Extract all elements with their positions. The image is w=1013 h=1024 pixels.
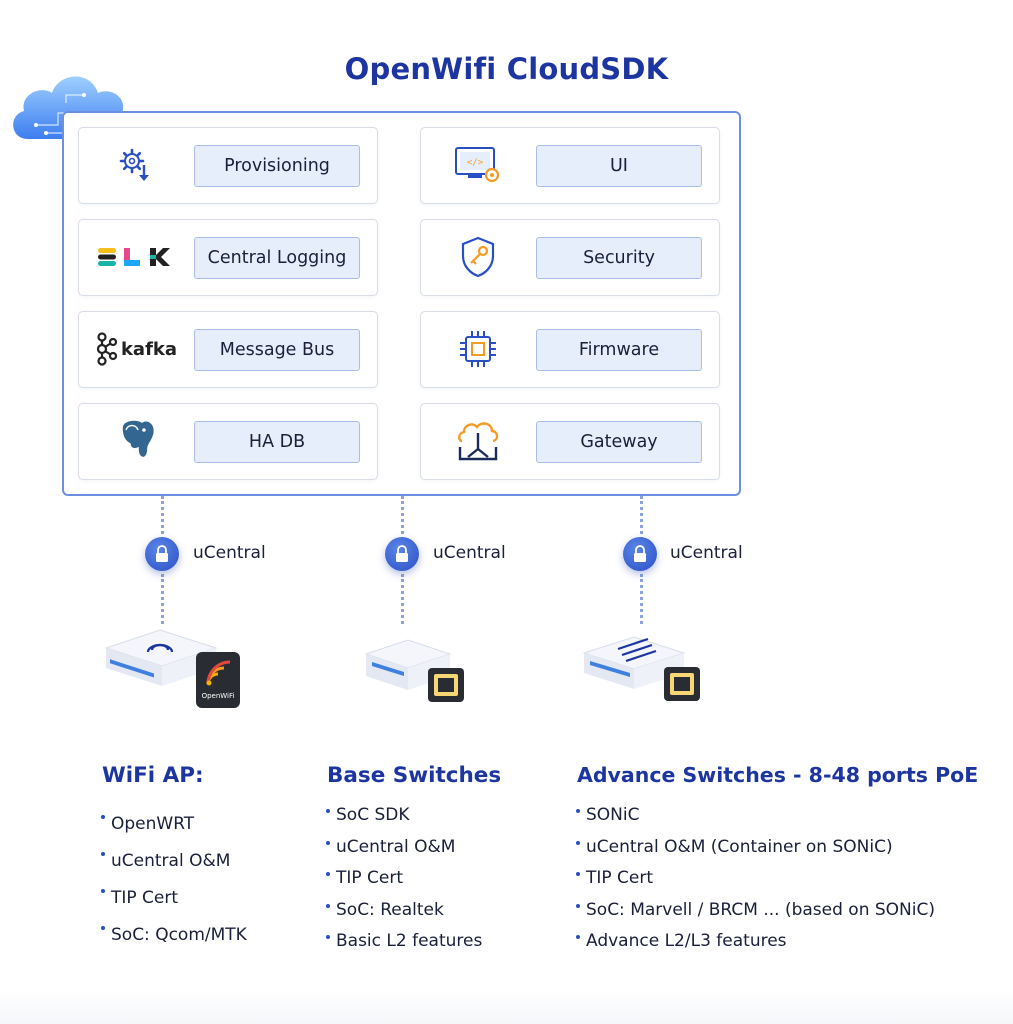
wifi-ap-device-icon: OpenWiFi (104, 629, 240, 708)
background-floor (0, 990, 1013, 1024)
base-switch-device-icon (364, 639, 464, 702)
svg-text:</>: </> (467, 158, 484, 168)
postgresql-elephant-icon (93, 416, 179, 466)
gear-download-icon (93, 140, 179, 190)
card-ha-db: HA DB (78, 403, 378, 480)
elk-logo (93, 232, 179, 282)
card-label: Message Bus (194, 329, 360, 371)
base-switches-feature-list: SoC SDK uCentral O&M TIP Cert SoC: Realt… (325, 800, 482, 958)
lock-icon (385, 537, 419, 571)
connector-line (161, 496, 164, 540)
card-message-bus: kafka Message Bus (78, 311, 378, 388)
card-label: Central Logging (194, 237, 360, 279)
openwifi-badge-text: OpenWiFi (202, 692, 235, 700)
connector-line (401, 496, 404, 540)
list-item: TIP Cert (325, 863, 482, 895)
connector-line (161, 574, 164, 624)
connector-line (640, 496, 643, 540)
card-provisioning: Provisioning (78, 127, 378, 204)
list-item: uCentral O&M (325, 832, 482, 864)
advance-switch-device-icon (582, 636, 700, 701)
lock-icon (145, 537, 179, 571)
connector-line (640, 574, 643, 624)
card-label: Gateway (536, 421, 702, 463)
monitor-code-icon: </> (435, 140, 521, 190)
list-item: uCentral O&M (100, 843, 247, 880)
column-title-wifi-ap: WiFi AP: (102, 763, 204, 788)
list-item: SoC SDK (325, 800, 482, 832)
diagram-title: OpenWifi CloudSDK (344, 52, 669, 86)
shield-key-icon (435, 232, 521, 282)
connector-label: uCentral (433, 543, 506, 563)
card-firmware: Firmware (420, 311, 720, 388)
cloud-gateway-icon (435, 416, 521, 466)
advance-switches-feature-list: SONiC uCentral O&M (Container on SONiC) … (575, 800, 935, 958)
list-item: SoC: Qcom/MTK (100, 917, 247, 954)
card-ui: </> UI (420, 127, 720, 204)
list-item: TIP Cert (100, 880, 247, 917)
wifi-ap-feature-list: OpenWRT uCentral O&M TIP Cert SoC: Qcom/… (100, 806, 247, 954)
connector-label: uCentral (670, 543, 743, 563)
column-title-advance-switches: Advance Switches - 8-48 ports PoE (577, 763, 979, 787)
card-security: Security (420, 219, 720, 296)
list-item: Basic L2 features (325, 926, 482, 958)
cloudsdk-frame: Provisioning Central Logging (62, 111, 741, 496)
card-label: Security (536, 237, 702, 279)
kafka-logo: kafka (93, 324, 179, 374)
list-item: SoC: Marvell / BRCM ... (based on SONiC) (575, 895, 935, 927)
chip-icon (435, 324, 521, 374)
list-item: SONiC (575, 800, 935, 832)
card-label: Firmware (536, 329, 702, 371)
connector-label: uCentral (193, 543, 266, 563)
kafka-logo-text: kafka (120, 338, 178, 360)
card-label: Provisioning (194, 145, 360, 187)
card-label: HA DB (194, 421, 360, 463)
lock-icon (623, 537, 657, 571)
list-item: uCentral O&M (Container on SONiC) (575, 832, 935, 864)
list-item: OpenWRT (100, 806, 247, 843)
list-item: SoC: Realtek (325, 895, 482, 927)
connector-line (401, 574, 404, 624)
list-item: TIP Cert (575, 863, 935, 895)
card-gateway: Gateway (420, 403, 720, 480)
card-central-logging: Central Logging (78, 219, 378, 296)
column-title-base-switches: Base Switches (327, 763, 502, 788)
list-item: Advance L2/L3 features (575, 926, 935, 958)
card-label: UI (536, 145, 702, 187)
